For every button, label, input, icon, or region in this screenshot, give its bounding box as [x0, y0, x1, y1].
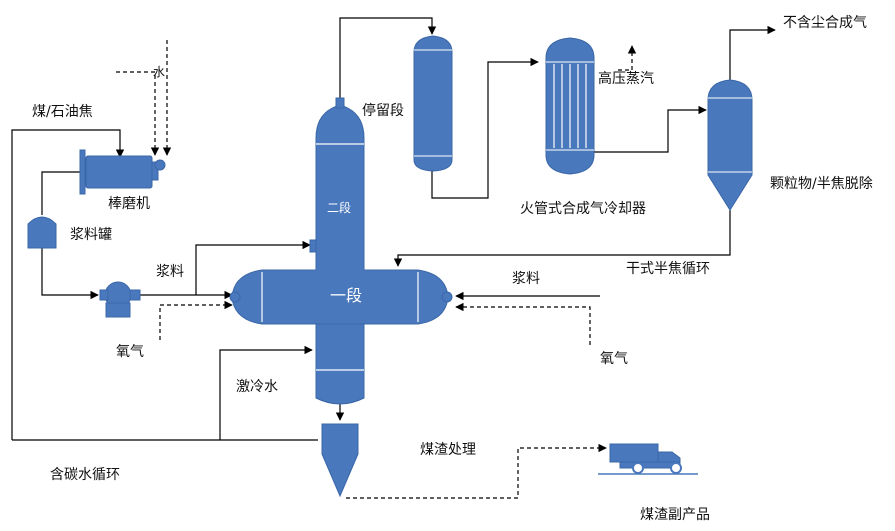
label-dry-char-recycle: 干式半焦循环 [626, 261, 710, 277]
water-line-a [116, 71, 160, 156]
equipment [27, 35, 753, 498]
gasifier-stage2-nozzle [309, 239, 317, 253]
gasifier-to-residence-line [339, 17, 437, 102]
slurry-to-stage2-line [195, 240, 311, 295]
label-slag-byproduct: 煤渣副产品 [640, 507, 710, 523]
coal-feed-line [11, 129, 125, 440]
oxygen-left-line [159, 300, 233, 340]
steam-out-line [618, 45, 637, 71]
label-hp-steam: 高压蒸汽 [598, 71, 654, 87]
mill-to-tank-line [41, 171, 84, 215]
gasifier-top-nozzle [335, 97, 345, 109]
gasifier-vertical-body [315, 104, 365, 405]
label-fire-tube-cooler: 火管式合成气冷却器 [520, 201, 646, 217]
rod-mill-icon [79, 149, 166, 195]
label-rod-mill: 棒磨机 [108, 196, 150, 212]
label-slurry-right: 浆料 [512, 271, 540, 287]
label-residence-section: 停留段 [362, 103, 404, 119]
label-stage-two: 二段 [327, 201, 352, 215]
solid-flow-lines [11, 17, 776, 441]
gasifier-seams [261, 143, 419, 371]
slag-out-line [346, 443, 607, 499]
label-oxygen-left: 氧气 [116, 344, 144, 360]
tank-to-pump-line [41, 248, 99, 300]
dashed-flow-lines [116, 40, 637, 499]
cooler-to-separator-line [594, 105, 707, 153]
quench-water-line [219, 345, 313, 440]
slurry-tank-icon [27, 216, 57, 249]
syngas-out-line [729, 25, 776, 82]
pump-icon [99, 281, 141, 318]
label-slurry-left: 浆料 [156, 264, 184, 280]
label-coal-petcoke: 煤/石油焦 [32, 104, 93, 120]
label-slurry-tank: 浆料罐 [70, 227, 112, 243]
slag-hopper [321, 423, 359, 498]
vessel-seams [414, 49, 752, 173]
char-recycle-line [393, 210, 731, 267]
label-oxygen-right: 氧气 [600, 351, 628, 367]
left-burner-nozzle [229, 291, 241, 303]
char-separator [707, 79, 753, 211]
label-stage-one: 一段 [330, 286, 363, 305]
label-dust-free-syngas: 不含尘合成气 [783, 15, 867, 31]
label-carbon-water-cycle: 含碳水循环 [50, 467, 120, 483]
oxygen-right-line [455, 302, 591, 345]
truck-icon [609, 443, 682, 474]
gasifier-horizontal-body [231, 269, 449, 325]
label-particle-char-removal: 颗粒物/半焦脱除 [770, 176, 873, 192]
right-burner-nozzle [441, 291, 453, 303]
label-water: 水 [153, 65, 166, 79]
residence-to-cooler-line [431, 57, 539, 199]
cooler-tubes [553, 64, 587, 148]
label-slag-treatment: 煤渣处理 [420, 442, 476, 458]
label-quench-water: 激冷水 [236, 379, 278, 395]
residence-vessel [413, 35, 453, 172]
